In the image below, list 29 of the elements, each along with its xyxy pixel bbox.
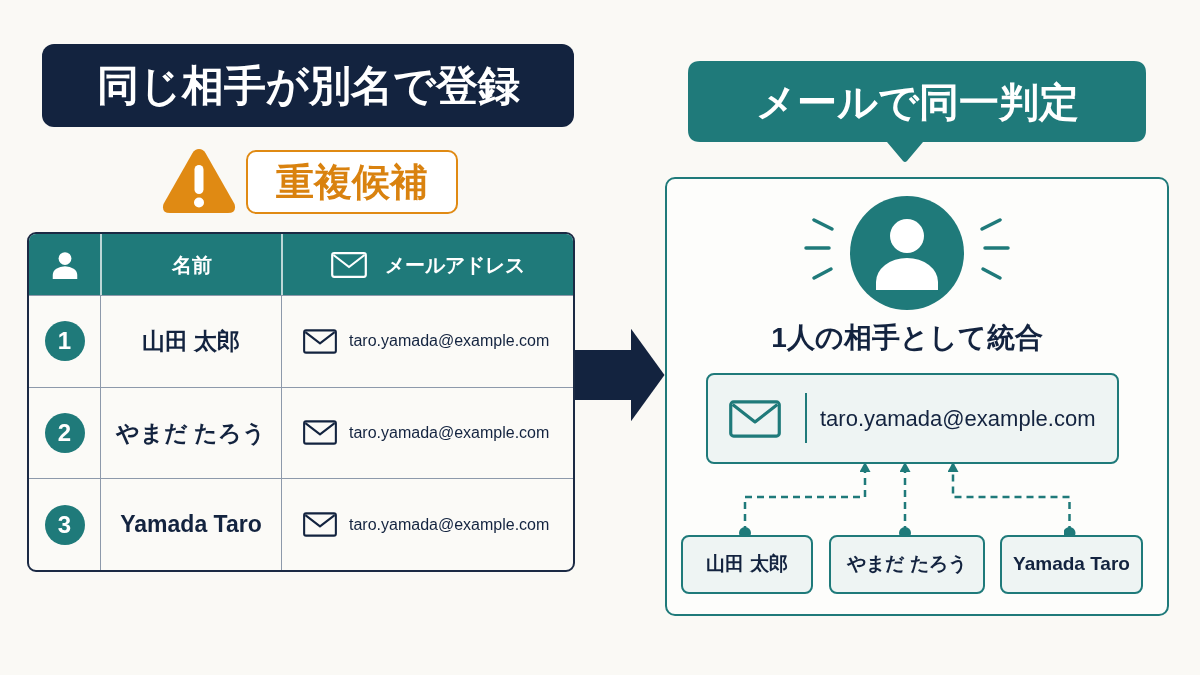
name-card — [829, 535, 985, 594]
warning-text: 重複候補 — [276, 163, 428, 201]
name-text: やまだ たろう — [115, 418, 267, 448]
name-text: 山田 太郎 — [141, 327, 241, 357]
name-text: やまだ たろう — [847, 552, 967, 577]
email-text: taro.yamada@example.com — [349, 331, 550, 352]
email-text: taro.yamada@example.com — [349, 423, 550, 443]
warning-label — [246, 150, 458, 214]
email-text: taro.yamada@example.com — [820, 405, 1096, 433]
panel-heading: 1人の相手として統合 — [771, 321, 1043, 355]
row-number: 3 — [44, 504, 85, 545]
block-arrow — [575, 328, 665, 422]
row-number: 2 — [44, 413, 85, 453]
callout-text: メールで同一判定 — [755, 81, 1079, 122]
email-card — [706, 373, 1119, 464]
title-text: 同じ相手が別名で登録 — [96, 64, 520, 107]
column-header: メールアドレス — [385, 252, 525, 278]
column-header: 名前 — [171, 252, 212, 278]
name-card — [1000, 535, 1143, 594]
name-text: Yamada Taro — [1013, 552, 1130, 577]
title-banner — [42, 44, 574, 127]
callout-bubble — [688, 61, 1146, 162]
row-number: 1 — [44, 321, 85, 362]
name-card — [681, 535, 813, 594]
result-panel — [665, 177, 1169, 616]
name-text: 山田 太郎 — [706, 552, 788, 577]
name-text: Yamada Taro — [120, 510, 262, 540]
data-table — [27, 232, 575, 572]
email-text: taro.yamada@example.com — [349, 514, 550, 535]
